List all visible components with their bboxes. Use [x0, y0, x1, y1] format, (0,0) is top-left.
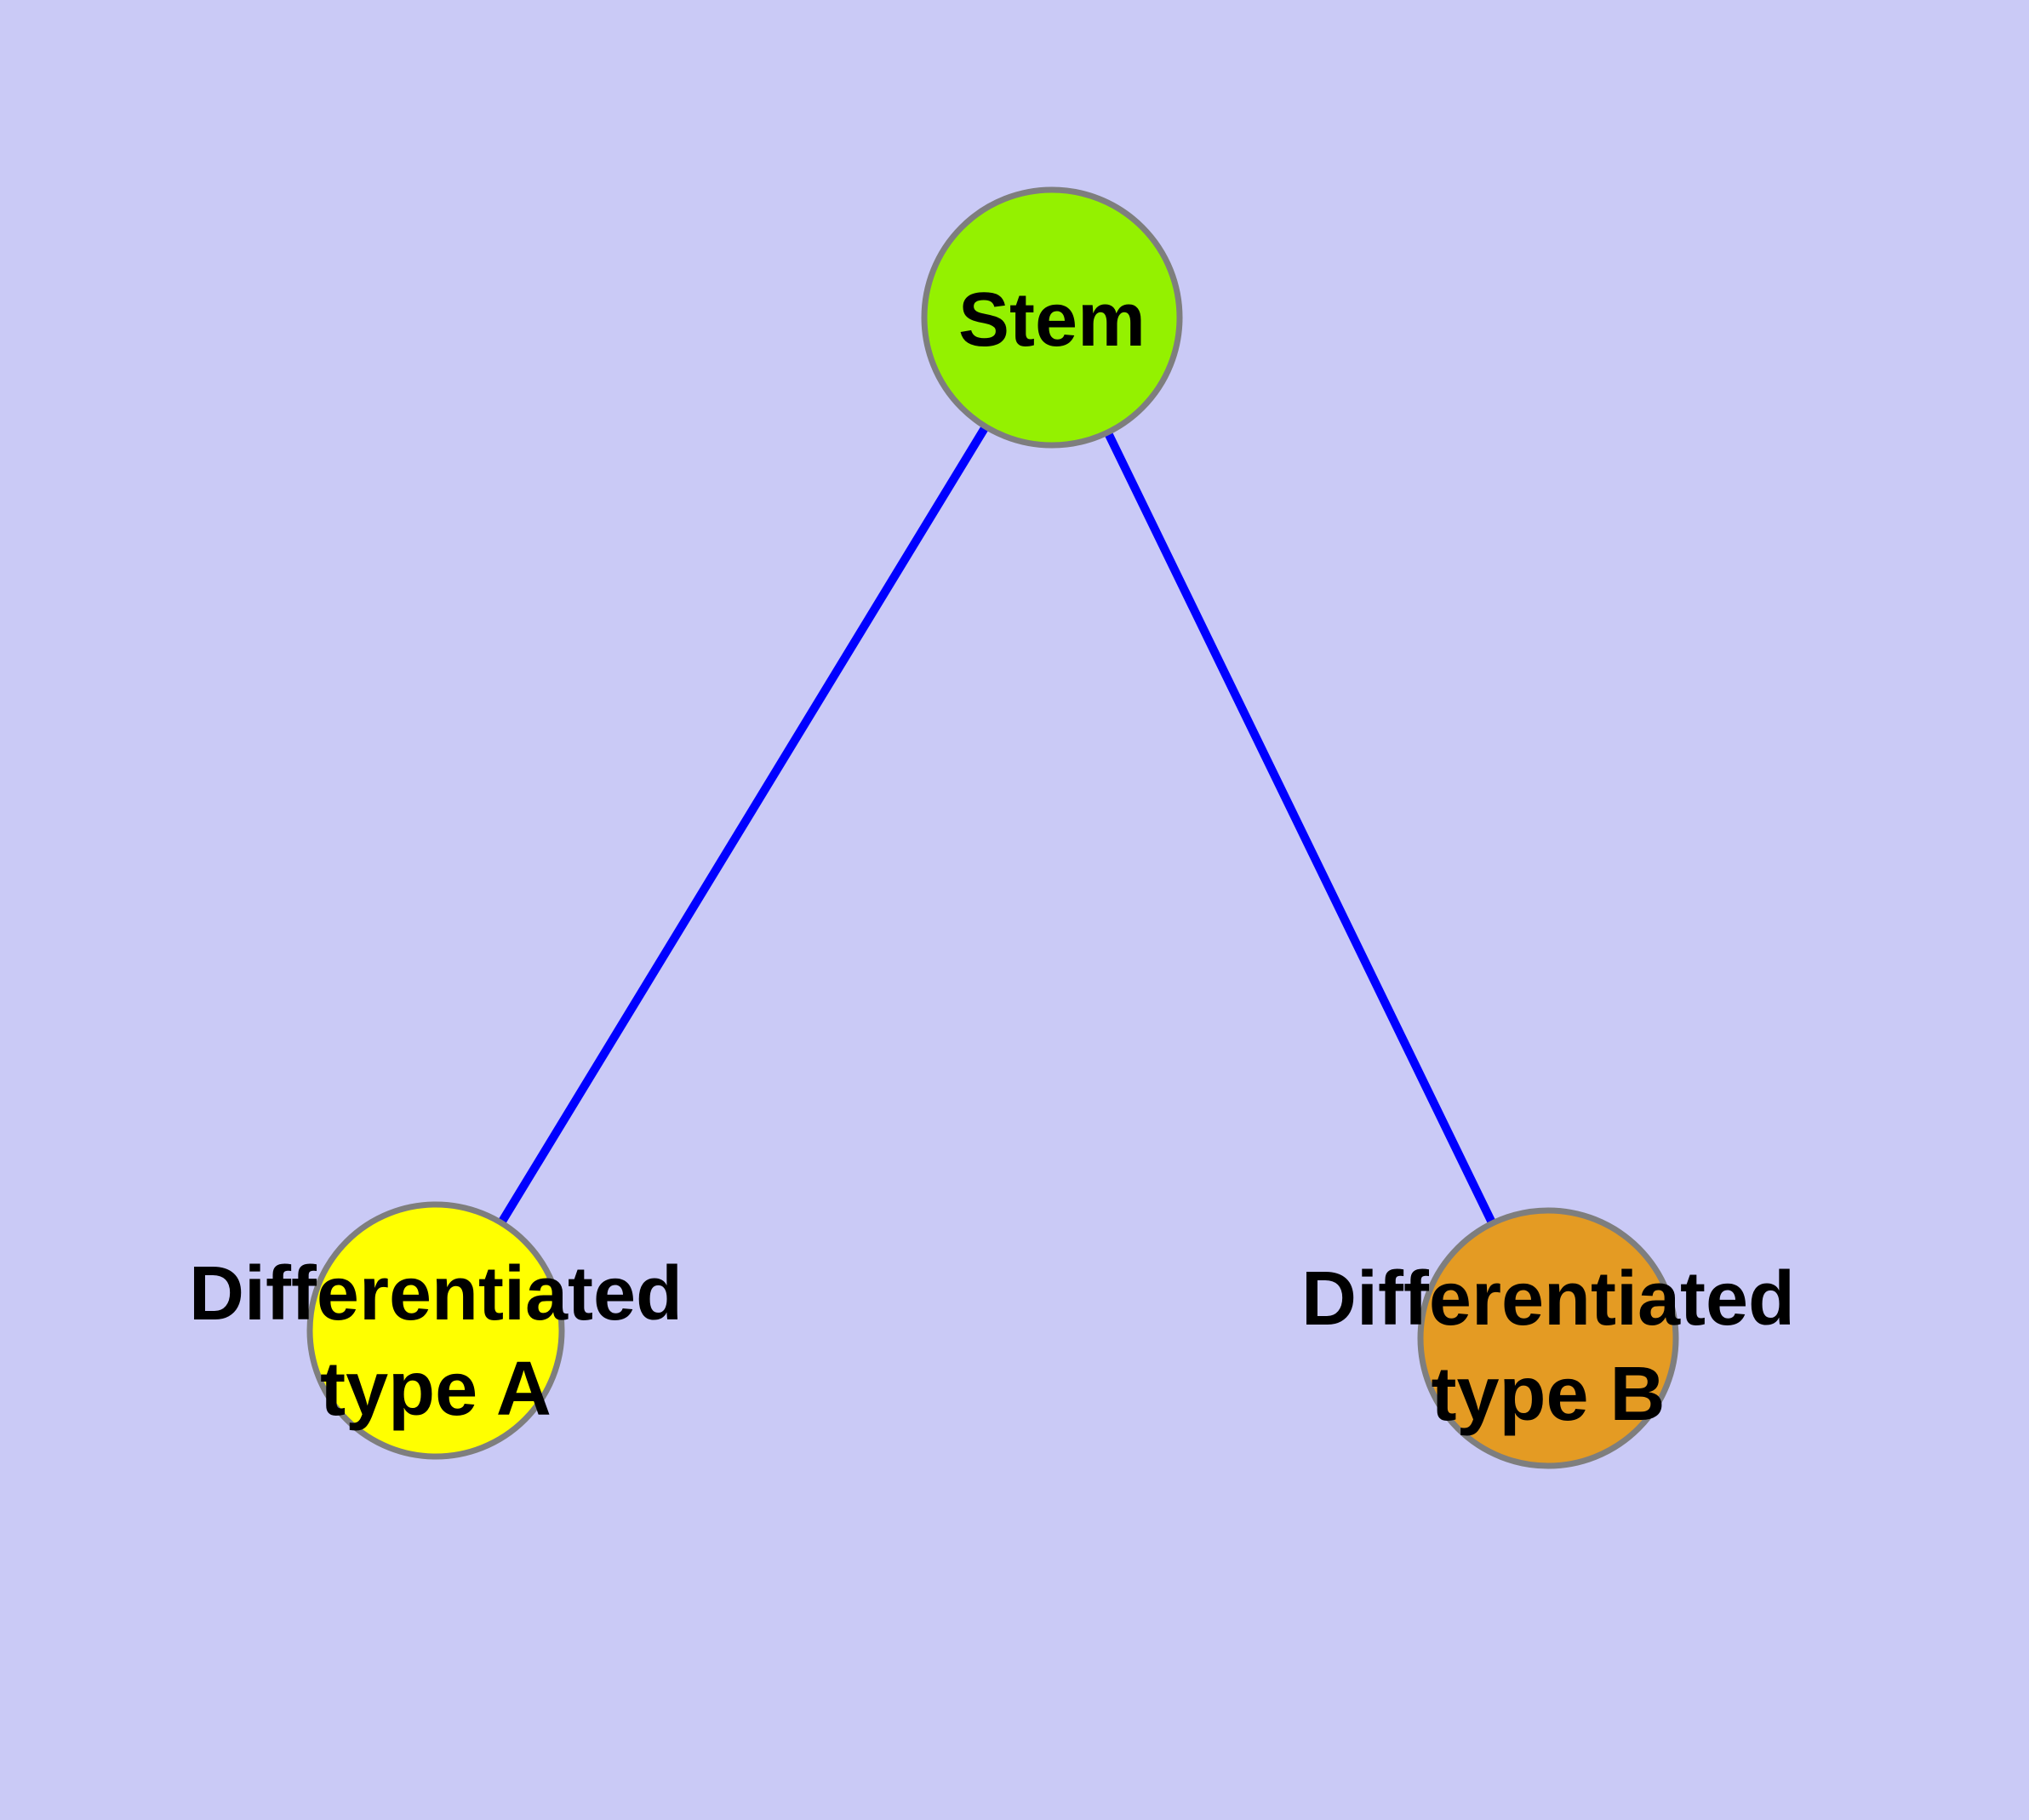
type-a-label-line1: Differentiated	[189, 1251, 683, 1336]
stem-node	[921, 186, 1183, 449]
edge-stem-to-type-b	[1048, 315, 1552, 1341]
type-b-label-line2: type B	[1431, 1352, 1665, 1437]
type-a-label-line2: type A	[320, 1347, 552, 1432]
type-a-node	[306, 1201, 565, 1460]
type-b-label-line1: Differentiated	[1301, 1256, 1795, 1342]
edge-stem-to-type-a	[432, 315, 1056, 1333]
type-b-node	[1417, 1207, 1679, 1469]
stem-node-label: Stem	[958, 278, 1146, 363]
